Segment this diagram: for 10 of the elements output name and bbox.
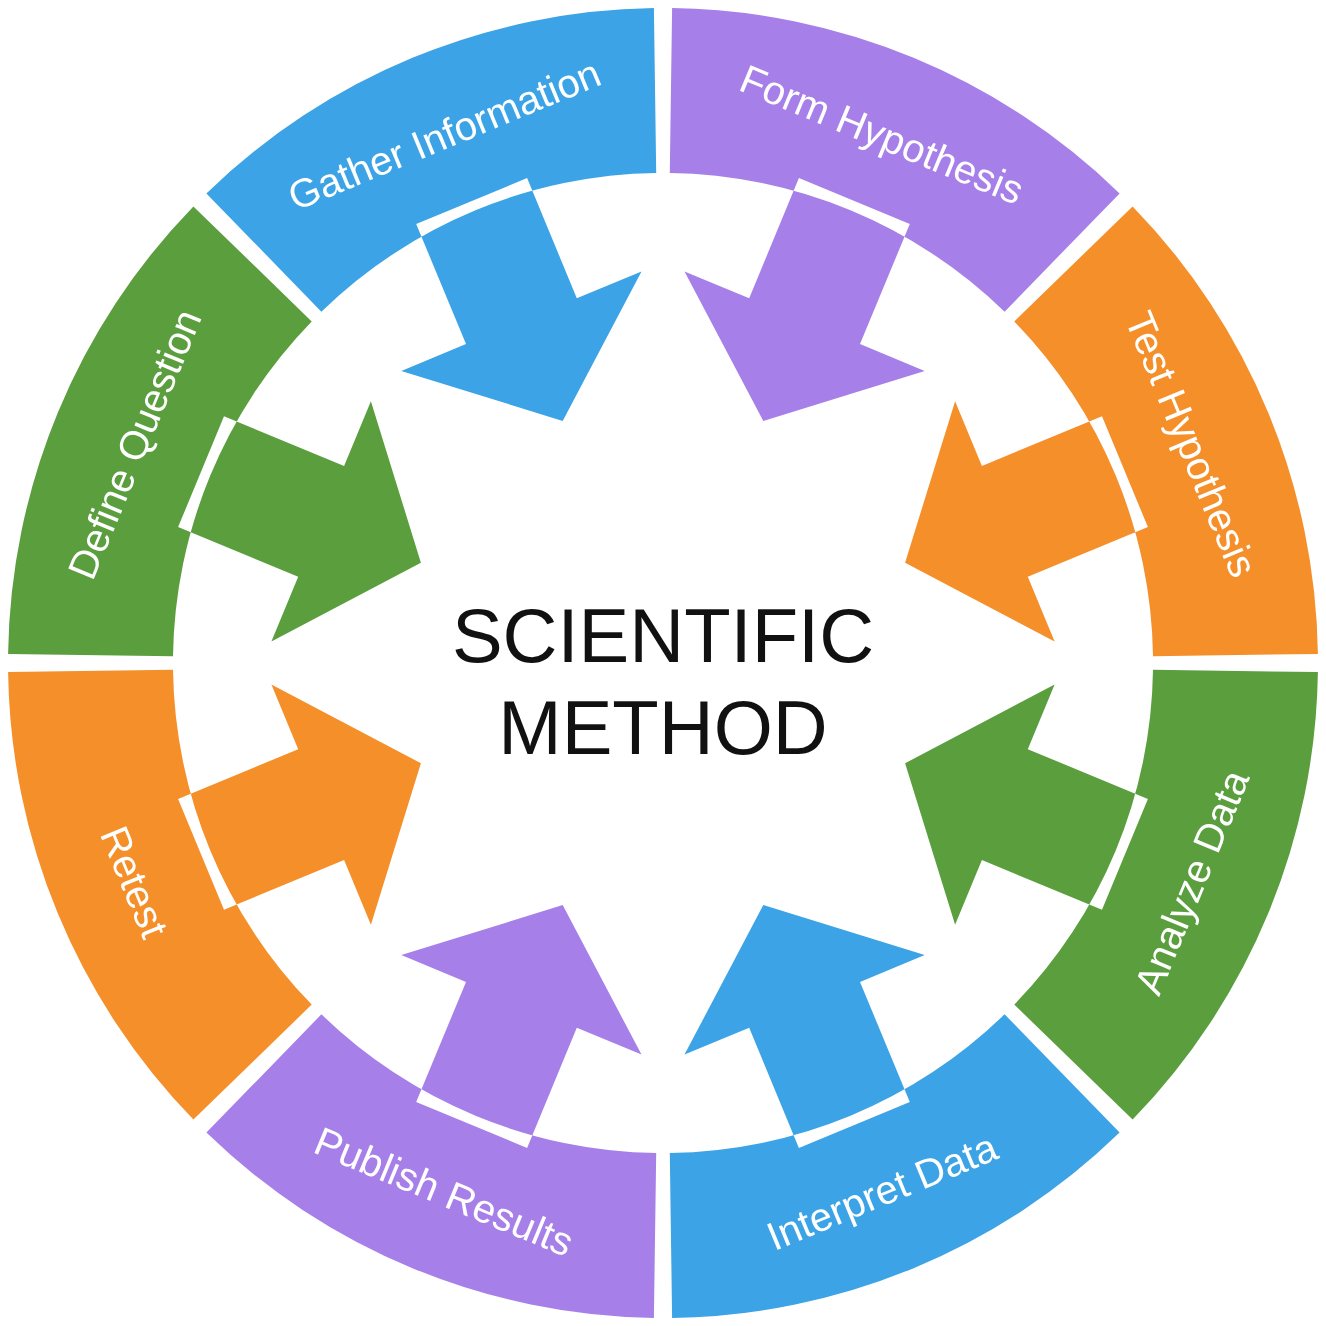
arrow-segment: [8, 669, 421, 1120]
segment-label: Retest: [92, 820, 177, 944]
title: SCIENTIFIC METHOD: [450, 592, 876, 772]
arrow-segment: [669, 8, 1120, 421]
arrow-segment: [8, 206, 421, 657]
arrow-segment: [905, 669, 1318, 1120]
arrow-segment: [905, 206, 1318, 657]
arrow-segment: [206, 905, 657, 1318]
arrow-segment: [206, 8, 657, 421]
arrow-segment: [669, 905, 1120, 1318]
